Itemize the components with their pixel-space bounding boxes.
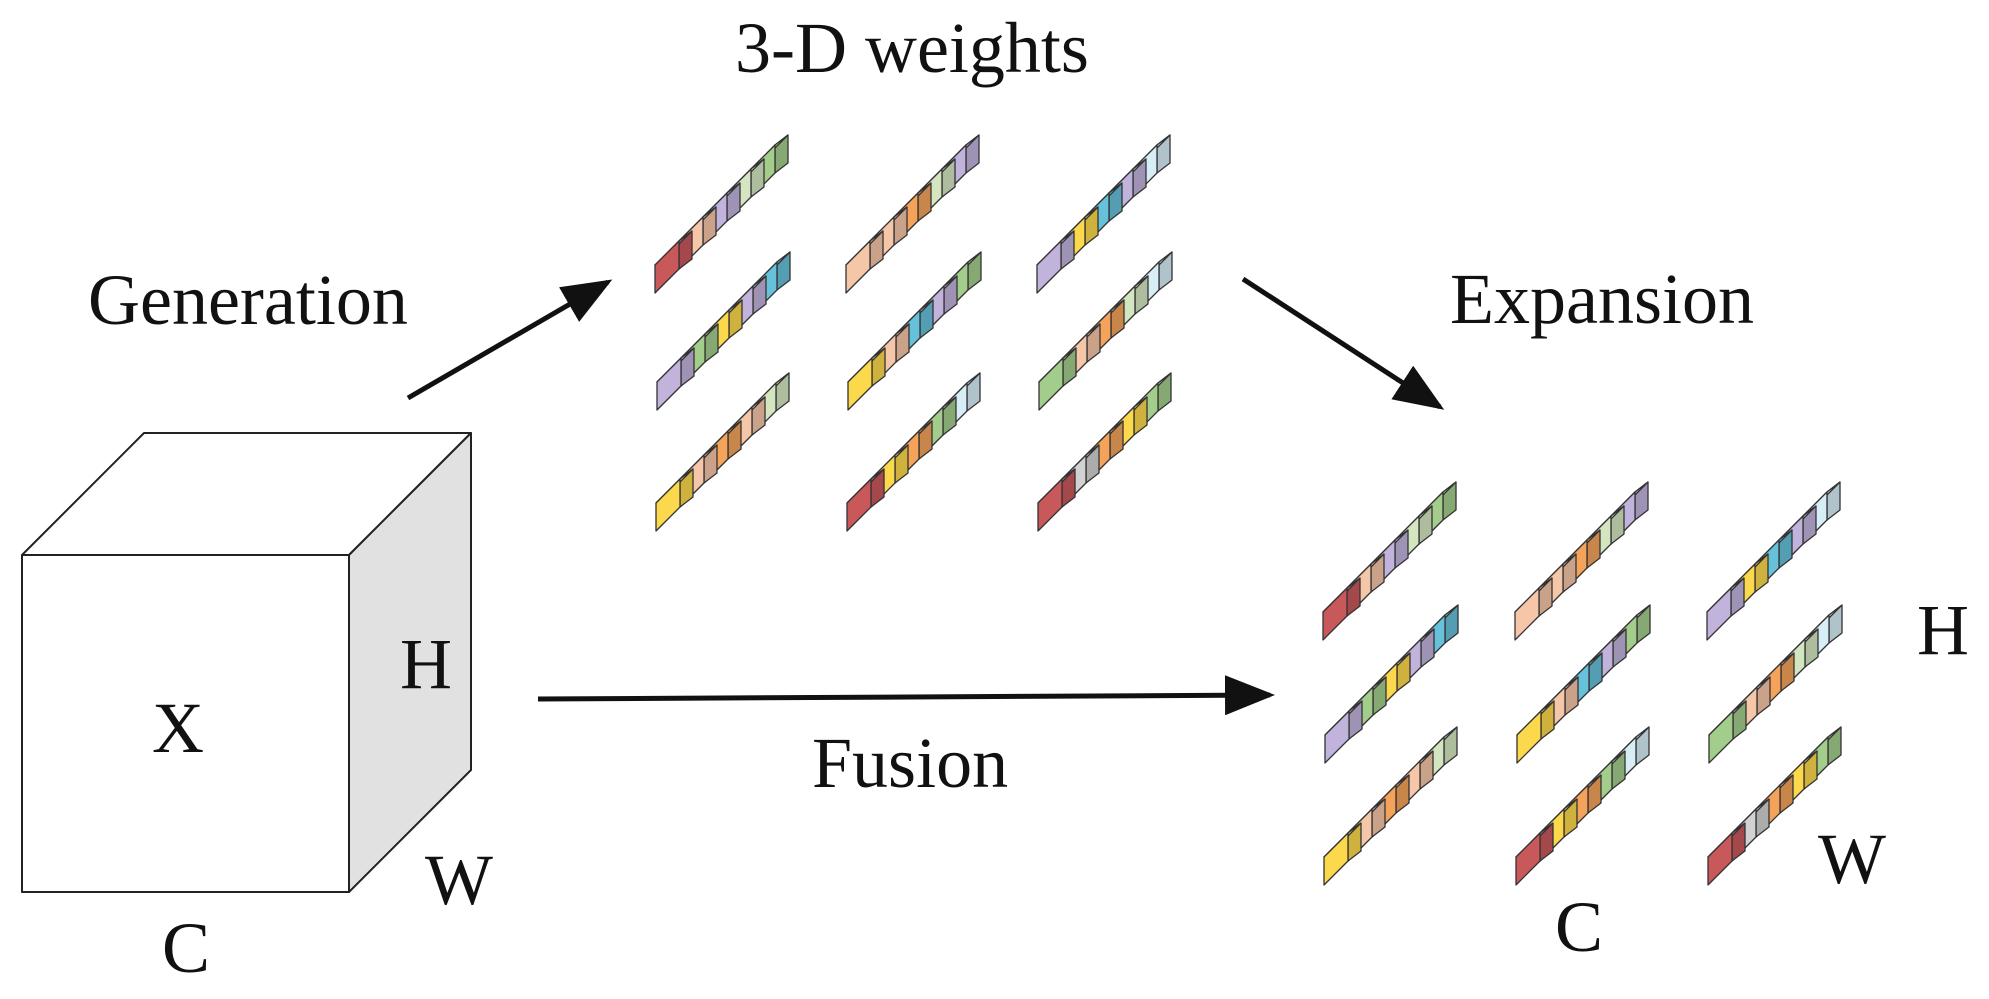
- weight-bar: [1706, 481, 1841, 641]
- cube-front-face: [845, 240, 871, 294]
- weight-cube: [1323, 822, 1362, 886]
- weight-group: [1706, 481, 1843, 886]
- weight-group: [1514, 481, 1651, 886]
- weight-cube: [1322, 577, 1361, 641]
- generation-arrow: [406, 279, 613, 401]
- weight-cube: [1515, 822, 1554, 886]
- weight-bar: [1037, 372, 1172, 532]
- weight-group: [1322, 481, 1459, 886]
- cube-front-face: [1515, 832, 1541, 886]
- weight-bar: [1514, 481, 1649, 641]
- weight-cube: [1038, 347, 1077, 411]
- weights-title: 3-D weights: [735, 8, 1089, 88]
- cube-front-face: [1514, 587, 1540, 641]
- weight-cube: [654, 230, 693, 294]
- weight-cube: [656, 347, 695, 411]
- weight-cube: [1036, 230, 1075, 294]
- cube-front-face: [1706, 587, 1732, 641]
- cube-label-c: C: [162, 908, 210, 988]
- output-label-w: W: [1818, 819, 1886, 899]
- weight-cube: [1037, 468, 1076, 532]
- weight-bar: [1323, 726, 1458, 886]
- cube-front-face: [1707, 832, 1733, 886]
- weight-bar: [1036, 134, 1171, 294]
- weight-cube: [846, 468, 885, 532]
- input-cube: [21, 432, 472, 893]
- weight-cube: [655, 468, 694, 532]
- cube-front-face: [847, 357, 873, 411]
- weight-bar: [656, 251, 791, 411]
- expanded-weights: [1322, 481, 1843, 886]
- fusion-label: Fusion: [812, 723, 1008, 803]
- weight-bar: [847, 251, 982, 411]
- weight-cube: [1516, 700, 1555, 764]
- weight-group: [654, 134, 791, 532]
- output-label-c: C: [1555, 887, 1603, 967]
- weight-bar: [655, 372, 790, 532]
- weights-3d: [654, 134, 1173, 532]
- weight-cube: [1706, 577, 1745, 641]
- weight-bar: [845, 134, 980, 294]
- cube-front-face: [1322, 587, 1348, 641]
- weight-cube: [845, 230, 884, 294]
- weight-bar: [1322, 481, 1457, 641]
- weight-bar: [1516, 604, 1651, 764]
- fusion-arrow: [537, 675, 1275, 716]
- cube-front-face: [656, 357, 682, 411]
- cube-label-w: W: [425, 840, 493, 920]
- weight-bar: [1038, 251, 1173, 411]
- cube-label-h: H: [400, 624, 452, 704]
- weight-cube: [847, 347, 886, 411]
- cube-label-x: X: [152, 688, 204, 768]
- weight-group: [845, 134, 982, 532]
- weight-cube: [1707, 822, 1746, 886]
- output-label-h: H: [1917, 590, 1969, 670]
- cube-front-face: [846, 478, 872, 532]
- expansion-arrow: [1241, 276, 1445, 410]
- cube-front-face: [1036, 240, 1062, 294]
- cube-front-face: [1516, 710, 1542, 764]
- weight-bar: [1707, 726, 1842, 886]
- expansion-label: Expansion: [1450, 259, 1754, 339]
- cube-front-face: [654, 240, 680, 294]
- cube-front-face: [1324, 710, 1350, 764]
- cube-front-face: [655, 478, 681, 532]
- cube-front-face: [1323, 832, 1349, 886]
- generation-label: Generation: [88, 260, 408, 340]
- weight-bar: [654, 134, 789, 294]
- cube-front-face: [1038, 357, 1064, 411]
- weight-cube: [1514, 577, 1553, 641]
- weight-cube: [1324, 700, 1363, 764]
- cube-front-face: [1708, 710, 1734, 764]
- weight-bar: [846, 372, 981, 532]
- weight-bar: [1515, 726, 1650, 886]
- weight-bar: [1708, 604, 1843, 764]
- weight-bar: [1324, 604, 1459, 764]
- cube-front-face: [1037, 478, 1063, 532]
- cube-front-face: [21, 554, 350, 893]
- weight-group: [1036, 134, 1173, 532]
- weight-cube: [1708, 700, 1747, 764]
